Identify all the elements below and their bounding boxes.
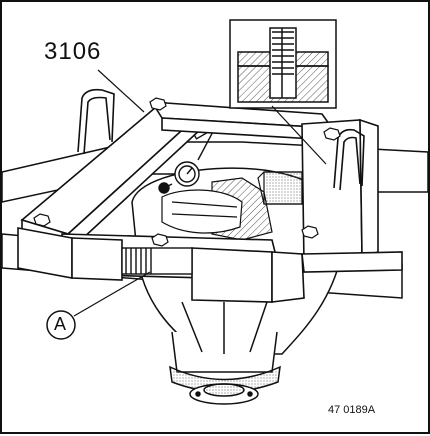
- tool-bridge-left-bar: [20, 101, 204, 254]
- callout-circle: [46, 310, 76, 340]
- tool-label-leader: [97, 69, 145, 113]
- adjusting-screw: [121, 247, 193, 275]
- figure-number: 47 0189A: [328, 404, 376, 416]
- tool-left-block: [17, 227, 123, 281]
- callout-letter: A: [54, 314, 67, 334]
- inset-leader-line: [271, 105, 327, 165]
- tool-number-label: 3106: [44, 38, 102, 65]
- handle-left: [77, 88, 115, 155]
- inset-detail: [229, 19, 337, 109]
- tool-bridge-right-bar: [301, 118, 379, 265]
- callout-leader-line: [73, 271, 151, 317]
- ring-gear: [161, 171, 303, 241]
- bolt-heads: [33, 97, 341, 247]
